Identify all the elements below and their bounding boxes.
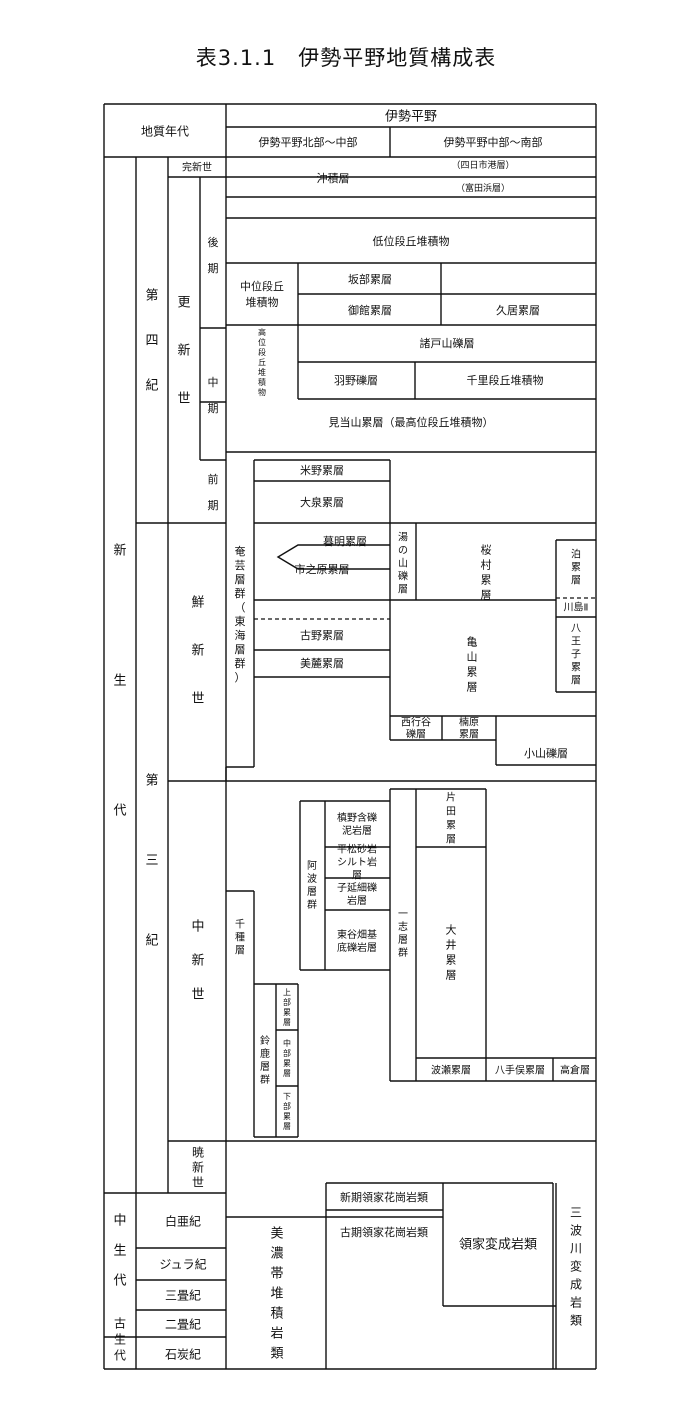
unit-koki: 古期領家花崗岩類 xyxy=(340,1225,428,1239)
period-permian: 二畳紀 xyxy=(165,1317,201,1331)
unit-sanbagawa: 三波川変成岩類 xyxy=(570,1205,582,1327)
header-north: 伊勢平野北部～中部 xyxy=(259,135,358,149)
unit-tomari: 泊累層 xyxy=(571,549,581,587)
unit-kuremei: 暮明累層 xyxy=(323,534,367,548)
epoch-pleistocene: 更新世 xyxy=(177,296,190,407)
epoch-early: 前期 xyxy=(208,472,219,512)
epoch-pliocene: 鮮新世 xyxy=(191,596,204,707)
table-lines xyxy=(103,103,597,1370)
unit-takakura: 高倉層 xyxy=(560,1064,590,1077)
period-carboniferous: 石炭紀 xyxy=(165,1347,201,1361)
table-dashed-lines xyxy=(254,597,596,620)
unit-yatematata: 八手俣累層 xyxy=(495,1064,545,1077)
unit-senri: 千里段丘堆積物 xyxy=(467,373,544,387)
unit-ryoke: 領家変成岩類 xyxy=(459,1237,537,1253)
unit-koyama: 小山礫層 xyxy=(524,746,568,760)
unit-kameyama: 亀山累層 xyxy=(467,634,478,693)
unit-kusuhara: 楠原累層 xyxy=(459,716,479,741)
unit-chuseki: 沖積層 xyxy=(317,171,350,185)
header-era: 地質年代 xyxy=(141,123,189,138)
unit-kawashima: 川島Ⅱ xyxy=(564,601,589,614)
unit-chubu: 中部累層 xyxy=(283,1038,291,1078)
unit-chikusa: 千種層 xyxy=(235,919,245,957)
period-cretaceous: 白亜紀 xyxy=(165,1213,201,1228)
unit-hachioji: 八王子累層 xyxy=(571,624,581,687)
unit-mino: 美濃帯堆積岩類 xyxy=(270,1227,283,1362)
unit-yoneno: 米野累層 xyxy=(300,464,344,477)
unit-koui: 高位段丘堆積物 xyxy=(258,327,266,397)
page-title: 表3.1.1 伊勢平野地質構成表 xyxy=(195,46,497,70)
period-quaternary: 第四紀 xyxy=(145,289,158,394)
unit-nekurayama: 諸戸山礫層 xyxy=(420,336,475,350)
unit-mitachi: 御館累層 xyxy=(348,303,392,317)
unit-awagun: 阿波層群 xyxy=(307,860,317,911)
epoch-miocene: 中新世 xyxy=(191,920,204,1003)
header-region: 伊勢平野 xyxy=(385,110,437,125)
unit-oi: 大井累層 xyxy=(446,922,457,981)
era-mesozoic: 中生代 xyxy=(113,1214,126,1289)
unit-hase: 波瀬累層 xyxy=(431,1064,471,1077)
unit-higashiyatou: 東谷畑基底礫岩層 xyxy=(337,928,377,954)
epoch-middle: 中期 xyxy=(208,376,219,415)
unit-hiramatsu: 平松砂岩シルト岩層 xyxy=(337,843,377,882)
unit-biroku: 美麓累層 xyxy=(300,657,344,670)
epoch-late: 後期 xyxy=(208,235,219,275)
unit-kabu: 下部累層 xyxy=(283,1092,291,1131)
unit-teii: 低位段丘堆積物 xyxy=(373,234,450,248)
bracket-line xyxy=(276,544,390,570)
unit-ishigun: 一志層群 xyxy=(398,909,408,959)
unit-oizumi: 大泉累層 xyxy=(300,495,344,509)
unit-katada: 片田累層 xyxy=(446,791,456,846)
unit-mitoyama: 見当山累層（最高位段丘堆積物） xyxy=(329,415,494,429)
unit-yokkaichi: （四日市港層） xyxy=(451,159,514,171)
unit-ageigun: 奄芸層群（東海層群） xyxy=(235,544,246,684)
unit-hano: 羽野礫層 xyxy=(334,373,378,387)
unit-suzukagun: 鈴鹿層群 xyxy=(260,1034,270,1086)
epoch-holocene: 完新世 xyxy=(182,161,212,174)
unit-saigyodani: 西行谷礫層 xyxy=(401,716,431,741)
unit-sakabe: 坂部累層 xyxy=(348,272,392,286)
unit-makino: 槙野含礫泥岩層 xyxy=(337,811,377,837)
era-paleozoic: 古生代 xyxy=(114,1315,126,1362)
unit-joubu: 上部累層 xyxy=(283,988,291,1027)
unit-tomidahama: （富田浜層） xyxy=(456,182,510,194)
era-cenozoic: 新生代 xyxy=(113,543,126,819)
unit-sakuramura: 桜村累層 xyxy=(481,542,492,601)
unit-chui: 中位段丘堆積物 xyxy=(240,279,284,309)
unit-ichinohara: 市之原累層 xyxy=(295,562,350,576)
period-tertiary: 第三紀 xyxy=(145,774,158,949)
unit-shinki: 新期領家花崗岩類 xyxy=(340,1190,428,1204)
unit-hisai: 久居累層 xyxy=(496,304,540,317)
unit-yunoyama: 湯の山礫層 xyxy=(398,531,408,596)
period-jurassic: ジュラ紀 xyxy=(159,1257,206,1271)
period-triassic: 三畳紀 xyxy=(165,1288,201,1302)
unit-koenobu: 子延細礫岩層 xyxy=(337,881,377,907)
header-south: 伊勢平野中部～南部 xyxy=(444,135,543,149)
epoch-oligocene: 暁新世 xyxy=(192,1145,204,1189)
unit-furuno: 古野累層 xyxy=(300,629,344,642)
